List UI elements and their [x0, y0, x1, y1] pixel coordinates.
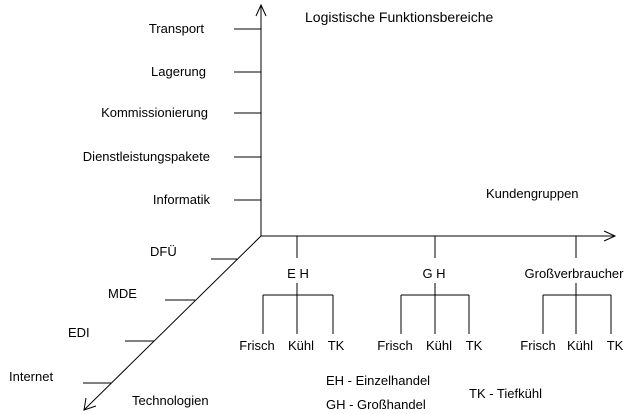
abbreviation-legend: EH - Einzelhandel GH - Großhandel TK - T…: [326, 373, 542, 412]
functional-areas: Transport Lagerung Kommissionierung Dien…: [83, 21, 261, 207]
sub-gh-frisch: Frisch: [377, 338, 412, 353]
function-item-dienstleistungspakete: Dienstleistungspakete: [83, 149, 210, 164]
function-item-informatik: Informatik: [153, 192, 211, 207]
sub-eh-frisch: Frisch: [239, 338, 274, 353]
legend-eh: EH - Einzelhandel: [326, 373, 430, 388]
diagonal-axis-arrowhead: [83, 397, 97, 411]
sub-gv-tk: TK: [607, 338, 624, 353]
group-label-gh: G H: [422, 266, 445, 281]
sub-gv-kuehl: Kühl: [567, 338, 593, 353]
function-item-transport: Transport: [149, 21, 205, 36]
customer-group-gh: G H Frisch Kühl TK: [377, 266, 482, 353]
technologies: DFÜ MDE EDI Internet: [9, 244, 237, 384]
function-item-lagerung: Lagerung: [151, 64, 206, 79]
technology-item-internet: Internet: [9, 369, 53, 384]
legend-tk: TK - Tiefkühl: [469, 386, 542, 401]
diagonal-axis: [83, 235, 262, 411]
legend-gh: GH - Großhandel: [326, 397, 426, 412]
sub-gh-kuehl: Kühl: [426, 338, 452, 353]
customer-group-gv: Großverbraucher Frisch Kühl TK: [520, 266, 624, 353]
technology-item-mde: MDE: [108, 286, 137, 301]
sub-gh-tk: TK: [466, 338, 483, 353]
vertical-axis-arrowhead: [255, 3, 267, 17]
sub-eh-kuehl: Kühl: [288, 338, 314, 353]
function-item-kommissionierung: Kommissionierung: [101, 105, 208, 120]
customer-group-eh: E H Frisch Kühl TK: [239, 266, 344, 353]
technology-item-dfue: DFÜ: [150, 244, 177, 259]
customer-groups-label: Kundengruppen: [486, 186, 579, 201]
group-label-gv: Großverbraucher: [525, 266, 625, 281]
sub-eh-tk: TK: [328, 338, 345, 353]
horizontal-axis-arrowhead: [603, 230, 617, 242]
technologies-label: Technologien: [132, 393, 209, 408]
sub-gv-frisch: Frisch: [520, 338, 555, 353]
group-label-eh: E H: [287, 266, 309, 281]
technology-item-edi: EDI: [68, 325, 90, 340]
diagram-title: Logistische Funktionsbereiche: [305, 9, 494, 25]
